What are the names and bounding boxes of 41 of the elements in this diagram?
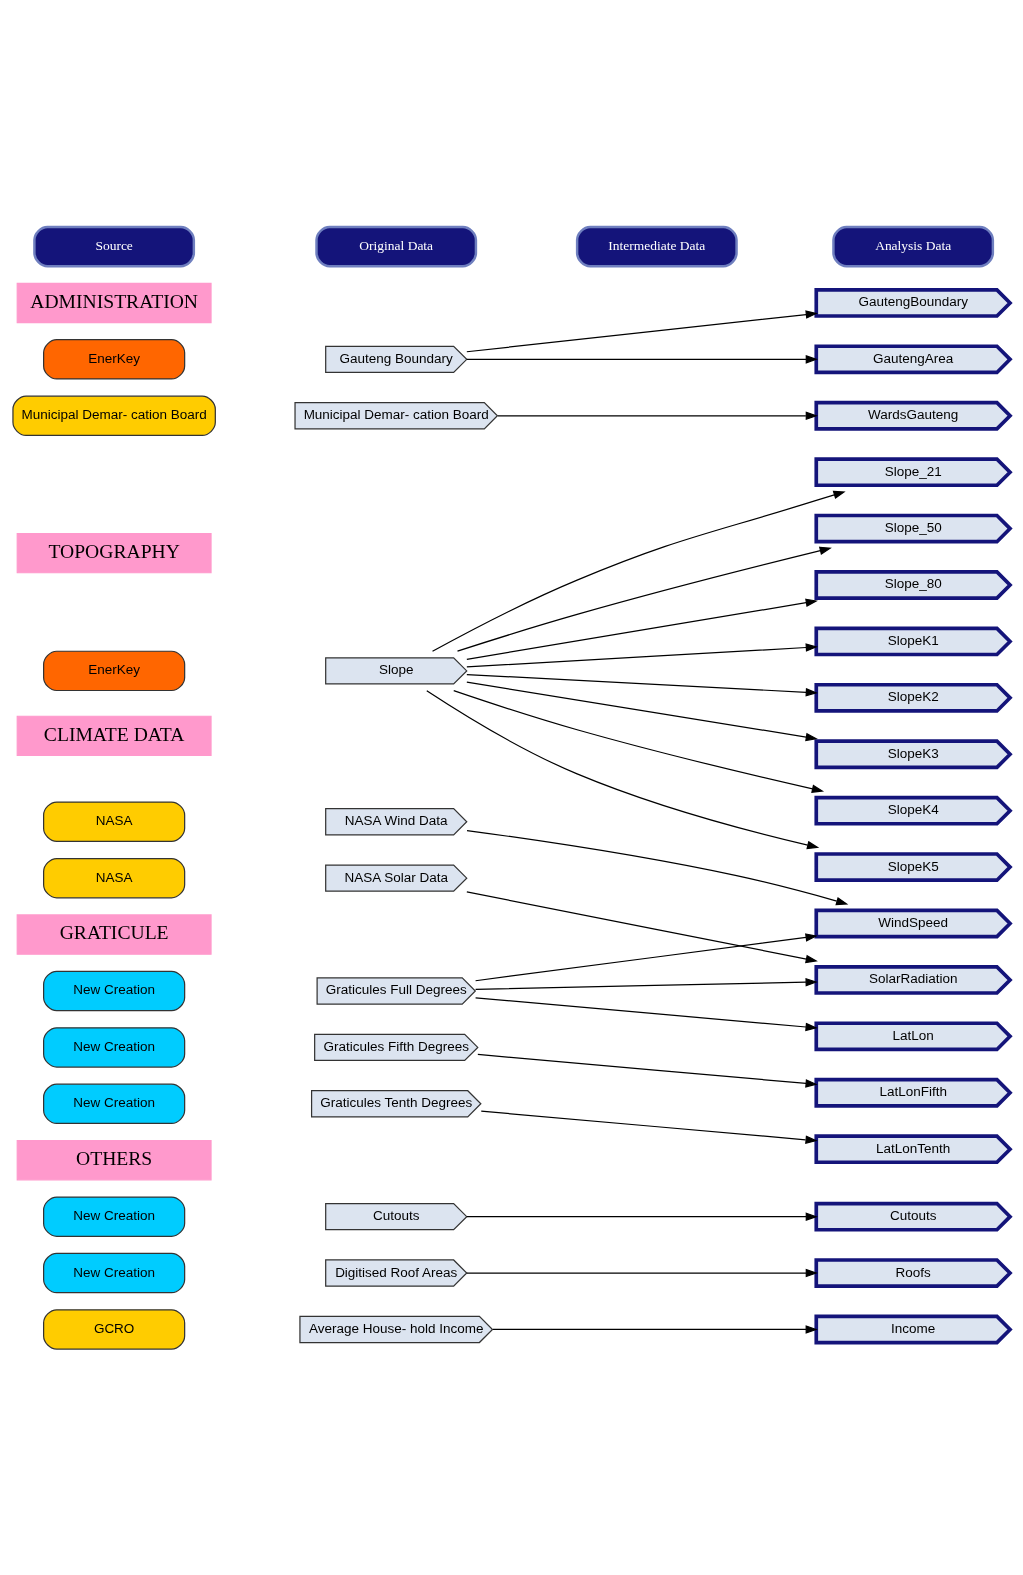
arrow — [453, 689, 825, 793]
arrow — [466, 642, 818, 667]
node-box: New Creation — [43, 1195, 186, 1237]
node-box: New Creation — [43, 1026, 186, 1068]
arrow — [466, 309, 818, 352]
arrow — [466, 673, 818, 697]
arrow — [431, 490, 846, 652]
node-box: Source — [33, 225, 196, 267]
node-box: Original Data — [315, 225, 478, 267]
arrow — [426, 689, 820, 849]
node-box: EnerKey — [43, 650, 186, 691]
arrow — [466, 681, 818, 741]
node-box: Analysis Data — [832, 225, 995, 267]
node-box: TOPOGRAPHY — [16, 532, 212, 573]
arrow — [477, 1053, 818, 1088]
arrow — [466, 890, 818, 963]
arrow — [466, 829, 849, 905]
arrow — [480, 1110, 818, 1144]
node-box: OTHERS — [16, 1139, 212, 1180]
arrow — [474, 932, 818, 981]
arrow — [466, 598, 818, 660]
arrow — [497, 410, 818, 420]
arrow — [474, 996, 818, 1031]
node-box: ADMINISTRATION — [16, 282, 212, 323]
arrow — [474, 977, 818, 990]
arrow — [456, 546, 832, 652]
node-box: NASA — [43, 801, 186, 842]
node-box: NASA — [43, 857, 186, 898]
node-box: Municipal Demar- cation Board — [12, 395, 216, 436]
node-box: EnerKey — [43, 338, 186, 380]
node-box: GRATICULE — [16, 913, 212, 955]
node-box: GCRO — [43, 1308, 186, 1350]
node-box: New Creation — [43, 1083, 186, 1124]
arrow — [466, 1268, 818, 1277]
node-box: CLIMATE DATA — [16, 715, 212, 756]
node-box: New Creation — [43, 1252, 186, 1293]
arrow — [466, 1211, 818, 1221]
node-box: New Creation — [43, 970, 186, 1011]
arrow — [466, 354, 818, 364]
node-box: Intermediate Data — [575, 225, 738, 267]
arrow — [492, 1324, 818, 1334]
